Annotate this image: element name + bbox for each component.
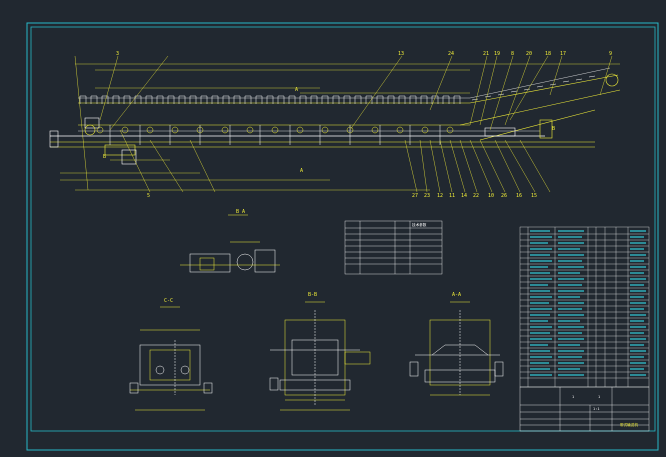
outer-frame — [26, 22, 659, 451]
balloon-bottom-1: 5 — [147, 193, 150, 199]
balloon-top-1: 3 — [116, 51, 119, 57]
balloon-top-3: 24 — [448, 51, 454, 57]
drive-detail-view — [180, 214, 280, 273]
balloon-top-2: 13 — [398, 51, 404, 57]
section-view-bb — [269, 301, 371, 411]
balloon-bottom-6: 14 — [461, 193, 467, 199]
balloon-bottom-8: 10 — [488, 193, 494, 199]
balloon-top-5: 19 — [494, 51, 500, 57]
balloon-bottom-7: 22 — [473, 193, 479, 199]
section-marker-b-mid: B — [552, 126, 555, 132]
title-block — [519, 386, 650, 432]
carrying-idlers — [79, 75, 596, 104]
balloon-top-6: 8 — [511, 51, 514, 57]
detail-view-label: B A — [236, 209, 245, 215]
conveyor-elevation-view — [49, 63, 621, 191]
balloon-bottom-3: 23 — [424, 193, 430, 199]
return-idlers — [96, 126, 454, 134]
balloon-top-7: 20 — [526, 51, 532, 57]
view-bb-title: B-B — [308, 292, 317, 298]
view-aa-title: A-A — [452, 292, 461, 298]
section-marker-b-left: B — [103, 154, 106, 160]
tech-table-title: 技术参数 — [412, 222, 427, 227]
balloon-top-4: 21 — [483, 51, 489, 57]
balloon-bottom-5: 11 — [449, 193, 455, 199]
title-block-drawing-name: 带式输送机 — [620, 422, 638, 427]
section-marker-a-mid: A — [300, 168, 303, 174]
bom-text-marks — [530, 230, 646, 376]
section-view-aa — [409, 301, 504, 396]
title-block-total-sheets: 1 — [598, 395, 600, 399]
balloon-top-8: 18 — [545, 51, 551, 57]
title-block-sheet: 1 — [572, 395, 574, 399]
leader-lines-bottom — [119, 129, 551, 193]
balloon-top-9: 17 — [560, 51, 566, 57]
leader-lines-top — [74, 55, 613, 191]
balloon-bottom-2: 27 — [412, 193, 418, 199]
balloon-bottom-10: 16 — [516, 193, 522, 199]
balloon-bottom-11: 15 — [531, 193, 537, 199]
section-view-cc — [129, 306, 213, 411]
balloon-bottom-4: 12 — [437, 193, 443, 199]
section-marker-a-top: A — [295, 87, 298, 93]
inner-frame — [30, 26, 656, 432]
technical-parameters-table — [344, 220, 443, 275]
view-cc-title: C-C — [164, 298, 173, 304]
balloon-top-10: 9 — [609, 51, 612, 57]
title-block-scale: 1:1 — [593, 407, 600, 411]
frame-legs — [109, 125, 441, 145]
balloon-bottom-9: 26 — [501, 193, 507, 199]
